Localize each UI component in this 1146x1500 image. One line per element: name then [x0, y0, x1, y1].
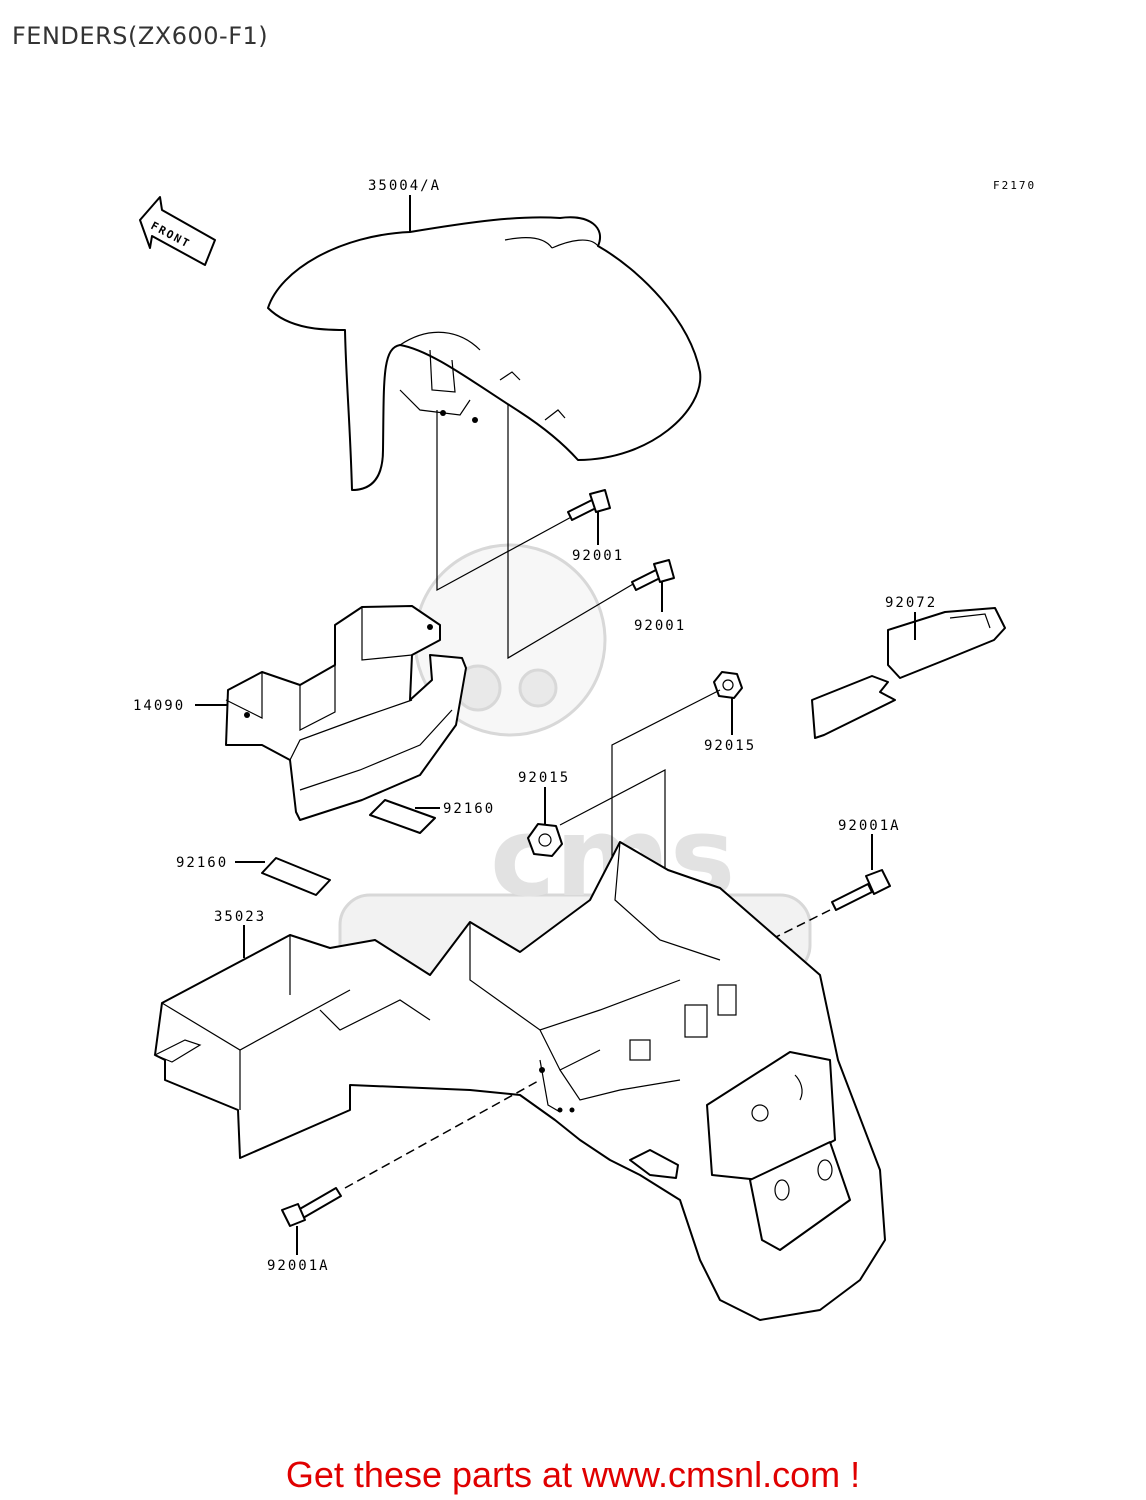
label-92001-lower[interactable]: 92001: [634, 618, 686, 634]
cover-14090[interactable]: [225, 605, 467, 821]
label-92160-upper[interactable]: 92160: [443, 801, 495, 817]
leader-bolt-lower-path: [507, 405, 641, 660]
nut-92015-center[interactable]: [527, 823, 563, 857]
label-35023[interactable]: 35023: [214, 909, 266, 925]
page-title: FENDERS(ZX600-F1): [12, 22, 269, 50]
footer-link[interactable]: Get these parts at www.cmsnl.com !: [285, 1454, 861, 1495]
bolt-92001a-right[interactable]: [831, 869, 891, 911]
label-92001a-right[interactable]: 92001A: [838, 818, 901, 834]
label-92001-upper[interactable]: 92001: [572, 548, 624, 564]
label-14090[interactable]: 14090: [133, 698, 185, 714]
figure-code: F2170: [993, 179, 1036, 192]
bolt-92001-upper[interactable]: [567, 489, 611, 521]
front-fender[interactable]: [267, 216, 702, 491]
front-arrow-icon: FRONT: [139, 196, 216, 266]
bolt-92001a-bottom[interactable]: [281, 1187, 342, 1227]
pad-92160-upper[interactable]: [369, 799, 436, 834]
label-92015-center[interactable]: 92015: [518, 770, 570, 786]
leader-bolt-upper-path: [436, 410, 576, 592]
nut-92015-right[interactable]: [713, 671, 743, 699]
label-92160-lower[interactable]: 92160: [176, 855, 228, 871]
rear-fender-35023[interactable]: [153, 841, 886, 1321]
bolt-92001-lower[interactable]: [631, 559, 675, 591]
label-92001a-bottom[interactable]: 92001A: [267, 1258, 330, 1274]
leader-92001a-bottom-path: [344, 1079, 541, 1189]
strap-92072[interactable]: [811, 607, 1006, 739]
label-92072[interactable]: 92072: [885, 595, 937, 611]
pad-92160-lower[interactable]: [261, 857, 331, 896]
label-35004a[interactable]: 35004/A: [368, 178, 441, 194]
label-92015-right[interactable]: 92015: [704, 738, 756, 754]
